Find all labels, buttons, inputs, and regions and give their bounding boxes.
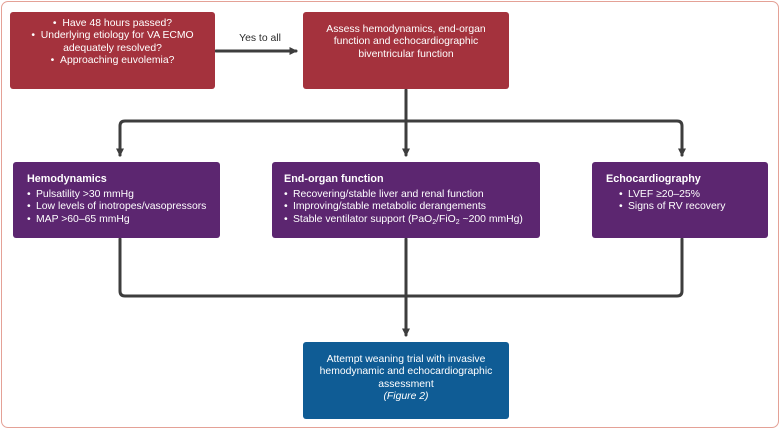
criteria-list: Have 48 hours passed? Underlying etiolog… bbox=[16, 18, 209, 68]
echocardiography-item: Signs of RV recovery bbox=[606, 201, 760, 214]
hemodynamics-item: Pulsatility >30 mmHg bbox=[27, 189, 210, 202]
criteria-item: Approaching euvolemia? bbox=[16, 55, 209, 67]
end-organ-title: End-organ function bbox=[284, 173, 384, 185]
echocardiography-title: Echocardiography bbox=[606, 173, 701, 185]
hemodynamics-item: MAP >60–65 mmHg bbox=[27, 214, 210, 227]
edge-split-bar bbox=[118, 119, 684, 157]
end-organ-box: End-organ function Recovering/stable liv… bbox=[272, 162, 540, 238]
weaning-trial-box: Attempt weaning trial with invasive hemo… bbox=[303, 342, 509, 419]
edge-merge-bar bbox=[118, 237, 684, 298]
hemodynamics-item: Low levels of inotropes/vasopressors bbox=[27, 201, 210, 214]
ventilator-text-prefix: Stable ventilator support (PaO bbox=[293, 213, 433, 225]
ventilator-text-mid: /FiO bbox=[436, 213, 456, 225]
criteria-box: Have 48 hours passed? Underlying etiolog… bbox=[10, 12, 215, 89]
pao2-subscript: 2 bbox=[432, 218, 437, 226]
edge-label-yes-to-all: Yes to all bbox=[239, 33, 281, 44]
end-organ-item: Recovering/stable liver and renal functi… bbox=[284, 189, 532, 202]
assess-box: Assess hemodynamics, end-organ function … bbox=[303, 12, 509, 89]
ventilator-text-suffix: ~200 mmHg) bbox=[459, 213, 523, 225]
hemodynamics-box: Hemodynamics Pulsatility >30 mmHg Low le… bbox=[13, 162, 220, 238]
end-organ-item: Improving/stable metabolic derangements bbox=[284, 201, 532, 214]
end-organ-list: Recovering/stable liver and renal functi… bbox=[284, 189, 532, 227]
echocardiography-item: LVEF ≥20–25% bbox=[606, 189, 760, 202]
hemodynamics-list: Pulsatility >30 mmHg Low levels of inotr… bbox=[27, 189, 210, 227]
weaning-trial-text: Attempt weaning trial with invasive hemo… bbox=[319, 354, 493, 390]
hemodynamics-title: Hemodynamics bbox=[27, 173, 107, 185]
assess-text: Assess hemodynamics, end-organ function … bbox=[326, 24, 486, 60]
figure-reference: (Figure 2) bbox=[383, 391, 429, 403]
criteria-item: Underlying etiology for VA ECMO adequate… bbox=[16, 30, 209, 55]
end-organ-item-ventilator: Stable ventilator support (PaO2/FiO2 ~20… bbox=[284, 213, 532, 227]
echocardiography-list: LVEF ≥20–25% Signs of RV recovery bbox=[606, 189, 760, 214]
criteria-item: Have 48 hours passed? bbox=[16, 18, 209, 30]
echocardiography-box: Echocardiography LVEF ≥20–25% Signs of R… bbox=[592, 162, 768, 238]
fio2-subscript: 2 bbox=[455, 218, 460, 226]
